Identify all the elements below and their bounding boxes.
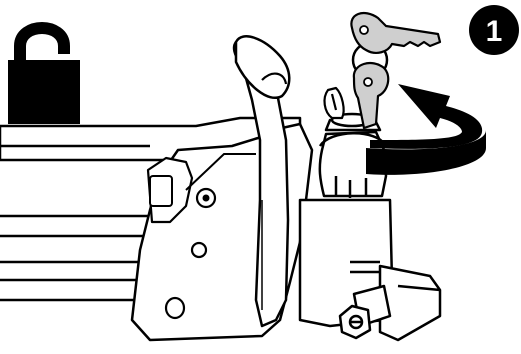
unlocked-padlock-icon [8,28,80,124]
step-number-badge: 1 [469,5,519,55]
key-cover-flap [325,88,344,118]
rotate-clockwise-arrow-icon [366,84,486,175]
step-number-label: 1 [486,15,503,48]
